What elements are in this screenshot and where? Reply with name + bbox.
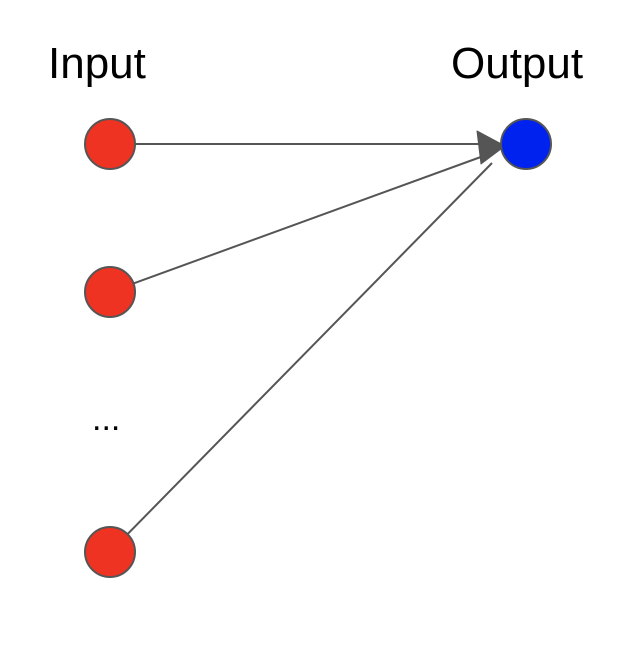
input-node-3: [84, 526, 136, 578]
edge-input-3-to-output: [109, 162, 493, 553]
input-node-1: [84, 118, 136, 170]
arrowhead: [476, 130, 506, 165]
edge-input-2-to-output: [109, 153, 490, 293]
output-node: [500, 118, 552, 170]
output-label: Output: [451, 39, 584, 88]
input-node-2: [84, 266, 136, 318]
input-label: Input: [48, 39, 146, 88]
edges: [109, 143, 493, 553]
ellipsis-label: ...: [92, 400, 121, 438]
